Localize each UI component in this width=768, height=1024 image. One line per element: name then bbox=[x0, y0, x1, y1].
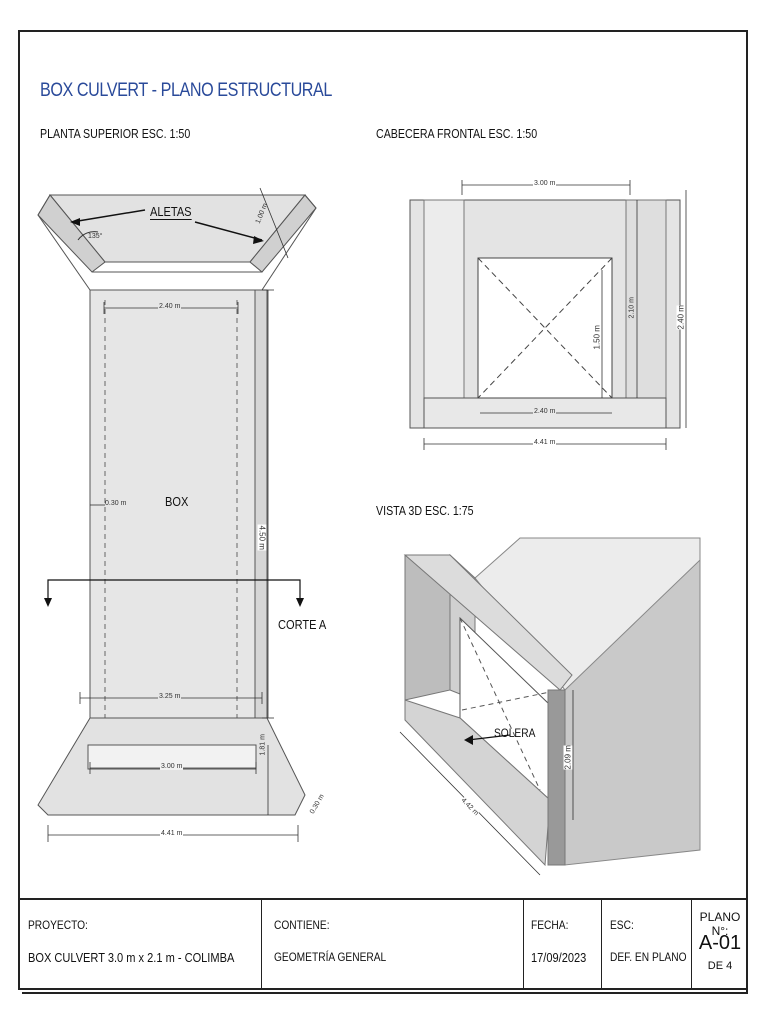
plan-top-wingwall bbox=[37, 194, 317, 291]
angle-label: 135° bbox=[88, 233, 103, 240]
tb-proyecto-cell: PROYECTO: BOX CULVERT 3.0 m x 2.1 m - CO… bbox=[20, 900, 262, 988]
sheet-border-shadow bbox=[22, 34, 748, 994]
dim-inner-width: 2.40 m bbox=[158, 303, 182, 310]
dim-outer-width: 3.25 m bbox=[158, 693, 182, 700]
dim-total-width: 4.41 m bbox=[160, 830, 184, 837]
tb-esc-label: ESC: bbox=[610, 918, 634, 932]
tb-contiene-label: CONTIENE: bbox=[274, 918, 330, 932]
tb-fecha-value: 17/09/2023 bbox=[531, 950, 587, 965]
tb-contiene-cell: CONTIENE: GEOMETRÍA GENERAL bbox=[262, 900, 524, 988]
plan-view-label: PLANTA SUPERIOR ESC. 1:50 bbox=[40, 126, 191, 141]
drawing-title: BOX CULVERT - PLANO ESTRUCTURAL bbox=[40, 80, 332, 101]
tb-plano-of: DE 4 bbox=[707, 960, 733, 972]
front-dim-total-width: 4.41 m bbox=[533, 439, 557, 446]
front-dim-top: 3.00 m bbox=[533, 180, 557, 187]
aletas-label: ALETAS bbox=[150, 204, 192, 220]
dim-wall-thickness: 0.30 m bbox=[105, 500, 127, 507]
iso-view-label: VISTA 3D ESC. 1:75 bbox=[376, 503, 474, 518]
section-line-corte-a bbox=[47, 579, 301, 600]
tb-esc-value: DEF. EN PLANO bbox=[610, 950, 687, 964]
aletas-arrow-left bbox=[71, 209, 146, 223]
tb-proyecto-label: PROYECTO: bbox=[28, 918, 88, 932]
plan-box-body bbox=[89, 289, 268, 719]
tb-plano-label: PLANO N°: bbox=[699, 910, 741, 938]
corte-a-label: CORTE A bbox=[278, 617, 327, 632]
tb-plano-cell: PLANO N°: A-01 DE 4 bbox=[692, 900, 748, 988]
tb-contiene-value: GEOMETRÍA GENERAL bbox=[274, 950, 387, 964]
dim-opening-width: 3.00 m bbox=[160, 763, 184, 770]
iso-dim-height: 2.09 m bbox=[563, 745, 573, 770]
front-view-label: CABECERA FRONTAL ESC. 1:50 bbox=[376, 126, 538, 141]
tb-proyecto-value: BOX CULVERT 3.0 m x 2.1 m - COLIMBA bbox=[28, 950, 235, 965]
aletas-arrow-right bbox=[194, 221, 263, 241]
tb-fecha-label: FECHA: bbox=[531, 918, 569, 932]
tb-plano-number: A-01 bbox=[698, 932, 742, 954]
solera-label: SOLERA bbox=[494, 726, 536, 740]
title-block: PROYECTO: BOX CULVERT 3.0 m x 2.1 m - CO… bbox=[20, 898, 748, 988]
front-dim-opening-width: 2.40 m bbox=[533, 408, 557, 415]
tb-fecha-cell: FECHA: 17/09/2023 bbox=[524, 900, 602, 988]
box-label: BOX bbox=[165, 494, 189, 509]
tb-esc-cell: ESC: DEF. EN PLANO bbox=[602, 900, 692, 988]
